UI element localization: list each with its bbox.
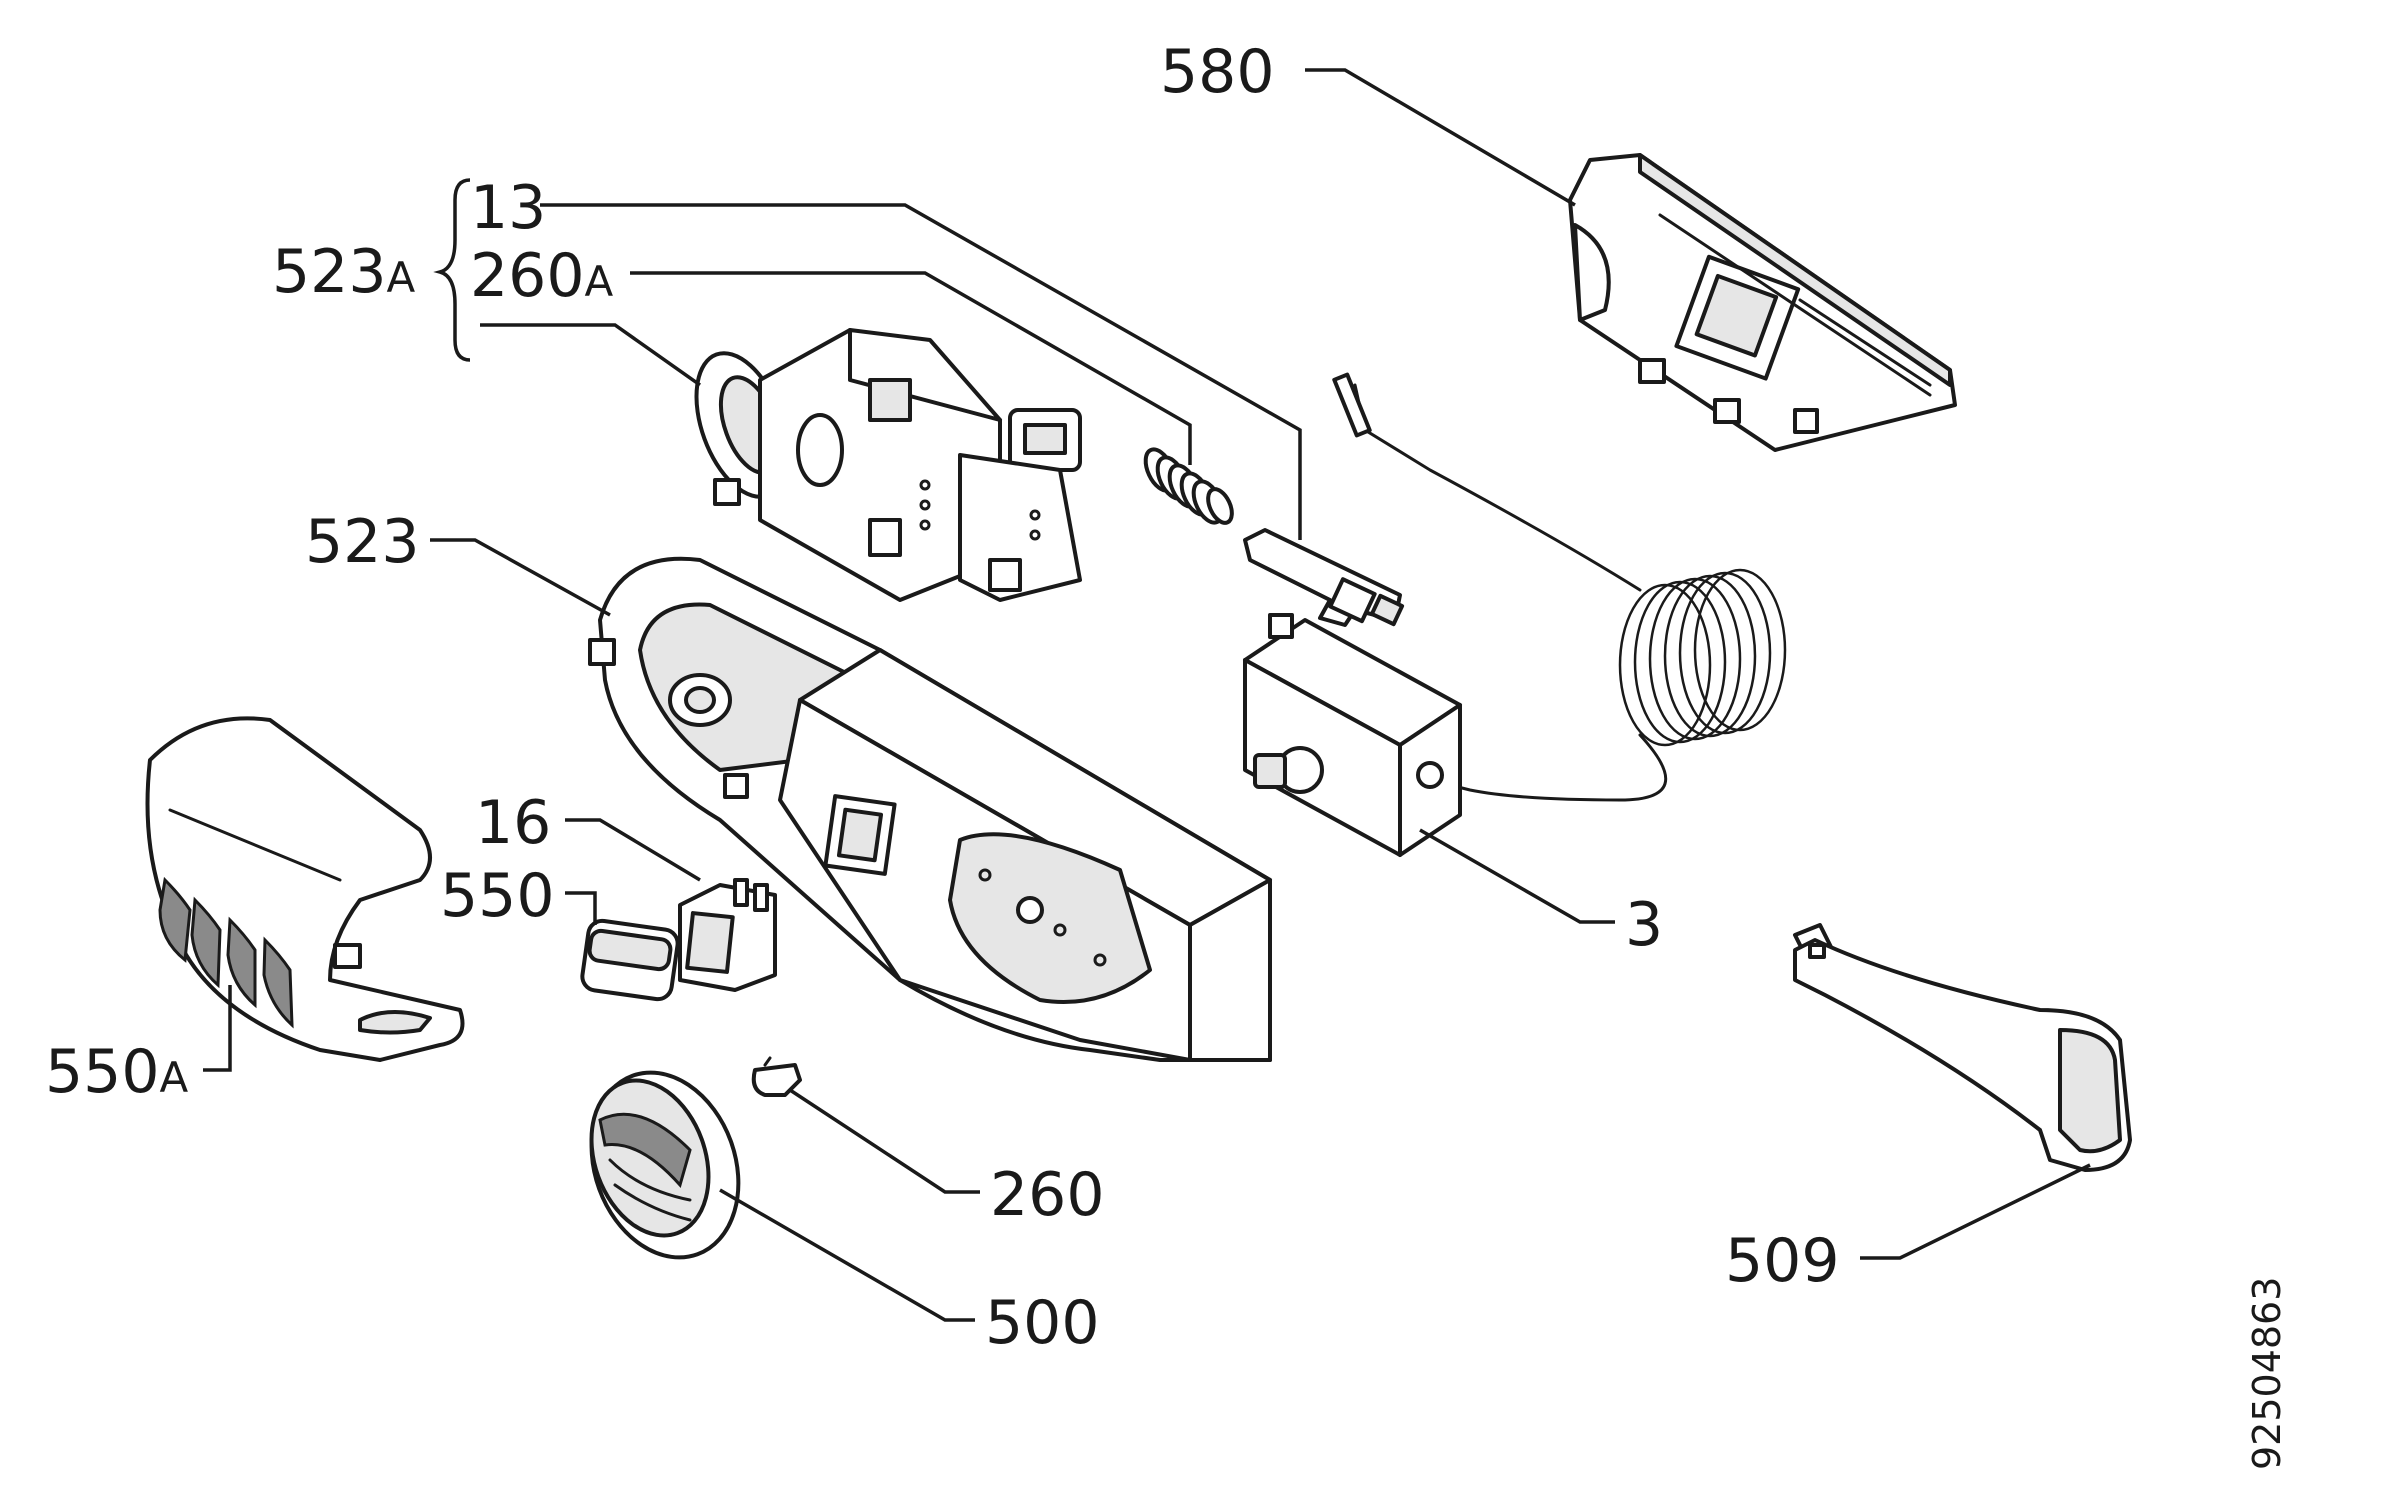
part-13-clip [1243,528,1405,627]
part-550-button-cap [580,918,680,1002]
part-260a-spring [1143,447,1234,525]
leader-260a [630,271,1192,465]
part-509-handle [1793,923,2132,1172]
label-523a-suffix: A [387,253,416,302]
label-550a-number: 550 [45,1037,160,1107]
label-260: 260 [990,1160,1105,1230]
leader-580 [1305,68,1576,207]
label-509: 509 [1725,1226,1840,1296]
leader-500 [719,1188,975,1322]
leader-509 [1860,1163,2091,1260]
part-550a-cover [145,716,465,1062]
part-16-switch [678,878,777,992]
leader-260 [789,1088,980,1194]
label-580: 580 [1160,37,1275,107]
leader-16 [565,818,701,882]
leader-523a-sub [480,323,702,387]
part-3-thermostat [1243,372,1787,857]
part-500-knob [589,1070,741,1260]
part-523-housing [588,556,1272,1062]
label-260a-suffix: A [585,257,614,306]
label-550a: 550A [45,1037,189,1107]
label-260a: 260A [470,241,614,311]
label-260a-number: 260 [470,241,585,311]
brace-523a [433,178,471,362]
label-500: 500 [985,1288,1100,1358]
leader-lines [203,68,2091,1322]
label-550: 550 [440,861,555,931]
label-523: 523 [305,507,420,577]
drawing-number: 92504863 [2245,1277,2289,1470]
leader-550a [203,985,232,1072]
label-13: 13 [470,173,546,243]
label-16: 16 [475,788,551,858]
label-3: 3 [1625,890,1663,960]
part-labels: 580 13 260A 523A 523 16 550 550A 3 260 5… [45,37,1840,1358]
leader-523 [430,538,611,617]
leader-13 [540,203,1302,540]
leader-3 [1419,828,1615,924]
part-523a-switch-assembly [694,328,1082,602]
label-550a-suffix: A [160,1053,189,1102]
label-523a: 523A [272,237,416,307]
leader-550 [565,891,597,925]
part-260-clip [751,1056,802,1097]
label-523a-number: 523 [272,237,387,307]
part-580-bracket [1568,153,1957,452]
